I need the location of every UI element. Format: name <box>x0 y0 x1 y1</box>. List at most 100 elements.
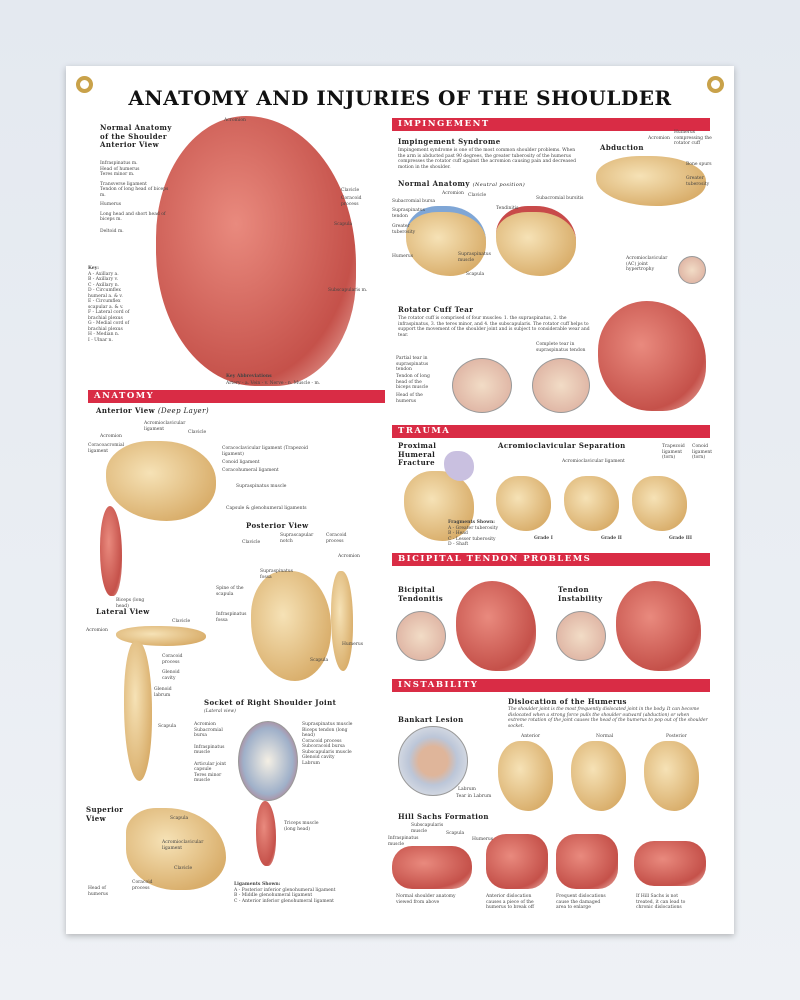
label: Supraspinatus tendon <box>392 208 425 219</box>
key-item: F - Lateral cord of brachial plexus <box>88 310 130 321</box>
label: Greater tuberosity <box>392 224 416 235</box>
label: Glenoid cavity <box>162 670 180 681</box>
dislocation-text: The shoulder joint is the most frequentl… <box>508 707 708 729</box>
fragment-item: B - Head <box>448 531 468 536</box>
fracture-illustration <box>404 471 474 541</box>
label: Clavicle <box>468 193 487 198</box>
hill-sachs-heading: Hill Sachs Formation <box>398 812 489 821</box>
label: Supraspinatus muscle <box>458 252 491 263</box>
normal-joint-illustration <box>571 741 626 811</box>
dislocation-heading: Dislocation of the Humerus <box>508 697 627 706</box>
label: Partial tear in supraspinatus tendon <box>396 356 429 372</box>
anterior-deep-illustration <box>106 441 216 521</box>
socket-illustration <box>238 721 298 801</box>
partial-tear-zoom <box>452 358 512 413</box>
grade-label: Grade I <box>534 536 553 541</box>
tendonitis-illustration <box>456 581 536 671</box>
label: Acromion <box>442 191 464 196</box>
caption: Anterior dislocation causes a piece of t… <box>486 894 534 910</box>
label: Head of humerus <box>88 886 109 897</box>
label: Head of humerus <box>100 166 140 172</box>
heading-text: Normal Anatomy <box>398 179 470 188</box>
heading-text: Anterior View <box>96 406 155 415</box>
biceps-illustration <box>100 506 122 596</box>
caption: Normal shoulder anatomy viewed from abov… <box>396 894 456 905</box>
view-label: Normal <box>596 734 614 739</box>
heading-sub: (Deep Layer) <box>157 407 209 415</box>
impingement-syndrome-heading: Impingement Syndrome <box>398 137 501 146</box>
label: Subscapularis m. <box>328 288 368 293</box>
tendonitis-heading: Bicipital Tendonitis <box>398 585 444 603</box>
label: Infraspinatus fossa <box>216 612 247 623</box>
abbr-heading: Key Abbreviations <box>226 374 272 379</box>
anatomy-banner: ANATOMY <box>88 390 385 403</box>
fragment-item: D - Shaft <box>448 542 469 547</box>
fragment-illustration <box>444 451 474 481</box>
label: Acromion <box>648 136 670 141</box>
label: Clavicle <box>341 188 360 193</box>
ac-joint-label: Acromioclavicular (AC) joint hypertrophy <box>626 256 668 272</box>
label: Clavicle <box>174 866 193 871</box>
label: Scapula <box>170 816 189 821</box>
bankart-illustration <box>398 726 468 796</box>
label: Humerus <box>472 837 494 842</box>
label: Deltoid m. <box>100 228 124 234</box>
label: Tear in Labrum <box>456 794 492 799</box>
label: Subscapularis muscle <box>302 749 352 755</box>
normal-anatomy-heading: Normal Anatomy of the Shoulder Anterior … <box>100 123 172 149</box>
socket-left-labels: Acromion Subacromial bursa Infraspinatus… <box>194 722 236 784</box>
label: Conoid ligament <box>222 460 260 465</box>
label: Humerus <box>100 202 122 207</box>
label: Clavicle <box>242 540 261 545</box>
complete-tear-zoom <box>532 358 590 413</box>
ligament-item: A - Posterior inferior glenohumeral liga… <box>234 887 336 893</box>
fragment-item: A - Greater tuberosity <box>448 525 498 531</box>
label: Transverse ligament <box>100 181 147 187</box>
label: Infraspinatus muscle <box>388 836 419 847</box>
anterior-dislocation-illustration <box>498 741 553 811</box>
label: Scapula <box>310 658 329 663</box>
key-item: C - Axillary n. <box>88 282 120 288</box>
instability-illustration <box>616 581 701 671</box>
poster: ANATOMY AND INJURIES OF THE SHOULDER Nor… <box>66 66 734 934</box>
ligaments-list: Ligaments Shown: A - Posterior inferior … <box>234 882 374 904</box>
label: Complete tear in supraspinatus tendon <box>536 342 586 353</box>
key-item: E - Circumflex scapular a. & v. <box>88 299 124 310</box>
ligament-item: C - Anterior inferior glenohumeral ligam… <box>234 898 334 904</box>
hill-sachs-normal-illustration <box>392 846 472 889</box>
label: Clavicle <box>188 430 207 435</box>
label: Glenoid cavity <box>302 755 335 760</box>
label: Humerus <box>392 254 414 259</box>
grommet-left <box>76 76 93 93</box>
label: Acromion <box>224 118 246 123</box>
label: Biceps (long head) <box>116 598 145 609</box>
caption: Frequent dislocations cause the damaged … <box>556 894 606 910</box>
socket-heading: Socket of Right Shoulder Joint <box>204 698 337 707</box>
key-item: D - Circumflex humeral a. & v. <box>88 288 123 299</box>
lateral-acromion-illustration <box>116 626 206 646</box>
key-list: Key: A - Axillary a. B - Axillary v. C -… <box>88 266 138 343</box>
ac-joint-zoom <box>678 256 706 284</box>
conoid-label: Conoid ligament (torn) <box>692 444 713 460</box>
posterior-scapula-illustration <box>251 571 331 681</box>
superior-view-heading: Superior View <box>86 805 124 823</box>
key-item: G - Medial cord of brachial plexus <box>88 321 130 332</box>
abduction-illustration <box>596 156 706 206</box>
label: Teres minor muscle <box>194 772 222 784</box>
key-item: H - Median n. <box>88 332 120 337</box>
label: Acromion <box>100 434 122 439</box>
label: Scapula <box>446 831 465 836</box>
label: Supraspinatus fossa <box>260 569 293 580</box>
ac-separation-heading: Acromioclavicular Separation <box>498 441 626 450</box>
tendon-instability-heading: Tendon Instability <box>558 585 603 603</box>
label: Subcoracoid bursa <box>302 744 345 749</box>
label: Triceps muscle (long head) <box>284 821 319 832</box>
label: Supraspinatus muscle <box>236 484 287 489</box>
label: Coracohumeral ligament <box>222 468 279 473</box>
label: Spine of the scapula <box>216 586 244 597</box>
label: Suprascapular notch <box>280 533 314 544</box>
label: Teres minor m. <box>100 172 135 177</box>
label: Articular joint capsule <box>194 761 227 773</box>
triceps-illustration <box>256 801 276 866</box>
rotator-cuff-illustration <box>598 301 706 411</box>
